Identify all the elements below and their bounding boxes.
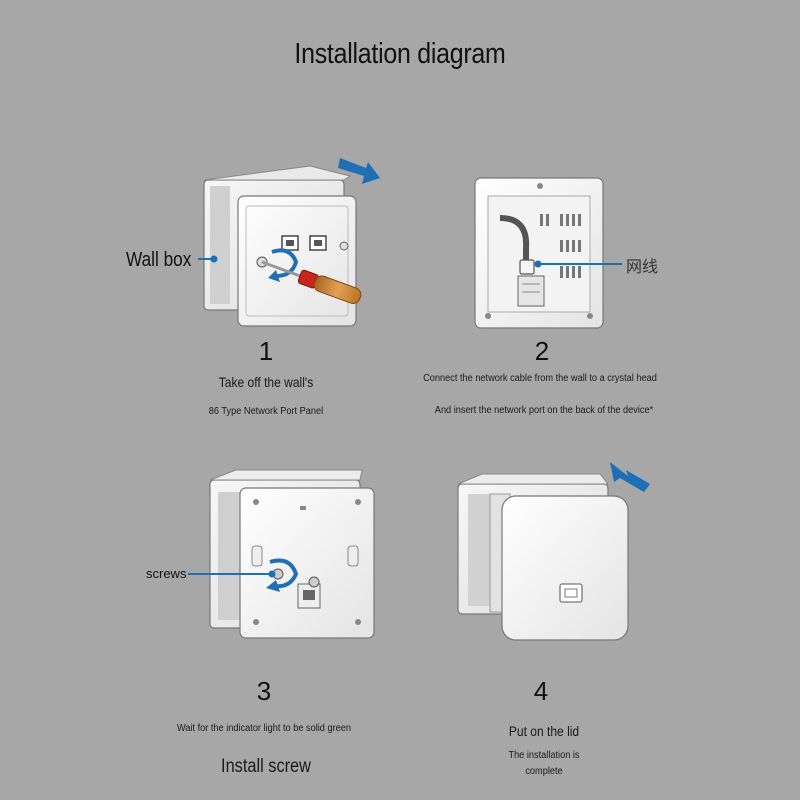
step4-caption-line1: Put on the lid xyxy=(508,723,580,739)
step3-caption-line1: Wait for the indicator light to be solid… xyxy=(176,723,352,734)
screws-callout: screws xyxy=(146,566,187,581)
step1-number: 1 xyxy=(258,336,274,366)
step1-callout xyxy=(198,255,218,263)
step4-number: 4 xyxy=(533,676,549,706)
step1-caption-line1: Take off the wall's xyxy=(218,374,314,390)
step4-illustration xyxy=(457,462,650,641)
network-cable-callout: 网线 xyxy=(626,259,659,276)
step2-caption-line2: And insert the network port on the back … xyxy=(434,405,654,416)
step3-illustration xyxy=(188,469,375,639)
step4-caption-line2: The installation is xyxy=(508,750,580,761)
step4-caption-line3: complete xyxy=(525,766,563,777)
wall-box-callout: Wall box xyxy=(126,249,192,271)
step2-number: 2 xyxy=(534,336,550,366)
diagram-title: Installation diagram xyxy=(294,38,506,70)
step3-caption-line2: Install screw xyxy=(221,756,311,777)
step1-caption-line2: 86 Type Network Port Panel xyxy=(208,406,324,417)
step3-number: 3 xyxy=(256,676,272,706)
step2-caption-line1: Connect the network cable from the wall … xyxy=(423,373,657,384)
step2-illustration xyxy=(474,177,622,329)
step1-illustration xyxy=(203,158,380,327)
